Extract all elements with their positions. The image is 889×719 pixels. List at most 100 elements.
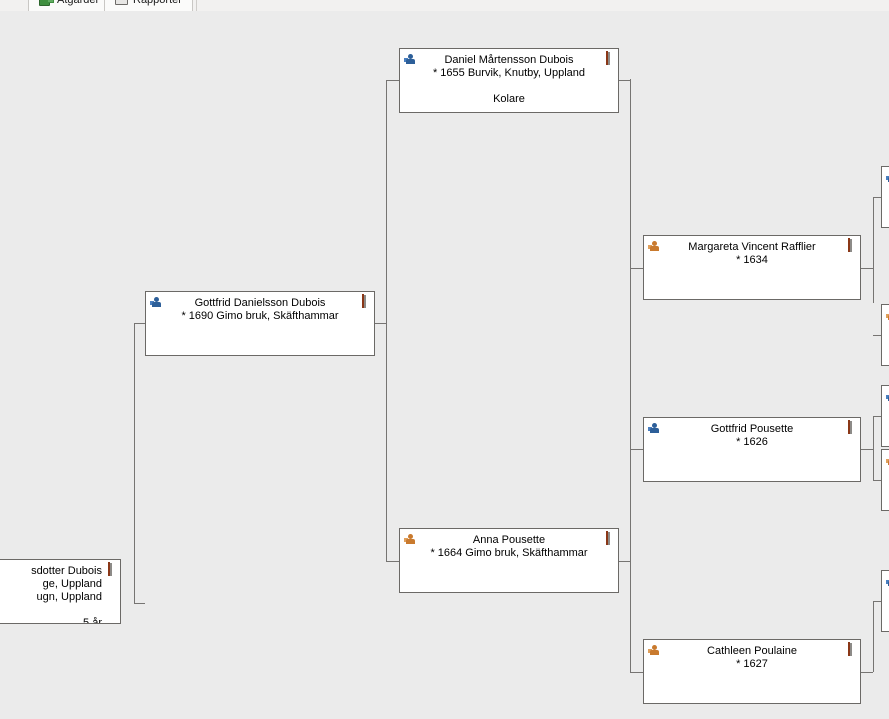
connector-right-spine-1 (873, 197, 874, 303)
person-birth: ge, Uppland (42, 578, 102, 590)
expand-collapse-marker[interactable] (362, 294, 372, 308)
connector-margareta-stub (630, 268, 643, 269)
person-card-clipped-right-2[interactable] (881, 304, 889, 366)
collapse-children-button[interactable] (850, 643, 852, 656)
collapse-children-button[interactable] (110, 563, 112, 576)
person-card-gottfrid-pousette[interactable]: Gottfrid Pousette* 1626 (643, 417, 861, 482)
connector-margareta-right-stub (861, 268, 873, 269)
male-person-icon (648, 423, 659, 434)
person-text-gap (0, 604, 102, 617)
person-name: Daniel Mårtensson Dubois (444, 54, 574, 66)
collapse-children-button[interactable] (608, 532, 610, 545)
reports-icon (115, 0, 128, 5)
expand-collapse-marker[interactable] (108, 562, 118, 576)
connector-cathleen-right-stub (861, 672, 873, 673)
toolbar-separator (196, 0, 197, 11)
icon-part-head (652, 423, 657, 428)
expand-collapse-marker[interactable] (848, 642, 858, 656)
icon-part-body (650, 428, 659, 433)
tab-atgarder-label: Åtgärder (57, 0, 99, 6)
icon-part-head (154, 297, 159, 302)
icon-part-body (406, 539, 415, 544)
expand-collapse-marker[interactable] (606, 51, 616, 65)
person-occupation: Kolare (493, 93, 525, 105)
person-card-clipped-right-3[interactable] (881, 385, 889, 447)
person-card-text: Daniel Mårtensson Dubois* 1655 Burvik, K… (418, 54, 600, 106)
expand-parents-button[interactable] (108, 562, 110, 576)
connector-gottfridp-right-stub (861, 449, 873, 450)
icon-part-head (408, 534, 413, 539)
connector-daniel-stub (386, 80, 399, 81)
person-name: Gottfrid Danielsson Dubois (194, 297, 326, 309)
person-card-clipped-right-1[interactable] (881, 166, 889, 228)
person-name: sdotter Dubois (31, 565, 102, 577)
connector-right-spine-2 (873, 416, 874, 480)
connector-gottfridp-stub (630, 449, 643, 450)
person-card-clipped-right-5[interactable] (881, 570, 889, 632)
person-card-gottfrid-danielsson-dubois[interactable]: Gottfrid Danielsson Dubois* 1690 Gimo br… (145, 291, 375, 356)
person-birth: * 1664 Gimo bruk, Skäfthammar (430, 547, 588, 559)
male-person-icon (404, 54, 415, 65)
connector-anna-right-stub (619, 561, 630, 562)
icon-part-body (406, 59, 415, 64)
collapse-children-button[interactable] (608, 52, 610, 65)
connector-gottfrid-up-stub (375, 323, 386, 324)
person-birth: * 1634 (736, 254, 768, 266)
person-card-margareta-vincent-rafflier[interactable]: Margareta Vincent Rafflier* 1634 (643, 235, 861, 300)
person-card-daniel-martensson-dubois[interactable]: Daniel Mårtensson Dubois* 1655 Burvik, K… (399, 48, 619, 113)
connector-gottfrid-to-parents-stub (134, 323, 145, 324)
expand-parents-button[interactable] (848, 420, 850, 434)
tab-atgarder[interactable]: Åtgärder (28, 0, 111, 11)
female-person-icon (648, 645, 659, 656)
expand-parents-button[interactable] (848, 642, 850, 656)
person-text-gap (418, 80, 600, 93)
actions-icon (39, 0, 54, 6)
icon-part-body (650, 246, 659, 251)
icon-part-tag (886, 314, 889, 318)
person-card-text: Anna Pousette* 1664 Gimo bruk, Skäfthamm… (418, 534, 600, 560)
icon-part-head (652, 645, 657, 650)
expand-parents-button[interactable] (606, 531, 608, 545)
expand-collapse-marker[interactable] (848, 238, 858, 252)
male-person-icon (150, 297, 161, 308)
expand-collapse-marker[interactable] (848, 420, 858, 434)
person-card-clipped-right-4[interactable] (881, 449, 889, 511)
expand-collapse-marker[interactable] (606, 531, 616, 545)
connector-daniel-right-stub (619, 80, 630, 81)
person-name: Cathleen Poulaine (707, 645, 797, 657)
connector-gottfrid-to-anna-stub (134, 603, 145, 604)
person-card-anna-pousette[interactable]: Anna Pousette* 1664 Gimo bruk, Skäfthamm… (399, 528, 619, 593)
icon-part-head (652, 241, 657, 246)
expand-parents-button[interactable] (362, 294, 364, 308)
tab-rapporter-label: Rapporter (133, 0, 182, 6)
connector-anna-parents-spine (630, 449, 631, 672)
collapse-children-button[interactable] (850, 421, 852, 434)
person-death: ugn, Uppland (36, 591, 102, 603)
icon-part-body (152, 302, 161, 307)
tab-rapporter[interactable]: Rapporter (104, 0, 193, 11)
person-birth: * 1627 (736, 658, 768, 670)
person-birth: * 1690 Gimo bruk, Skäfthammar (181, 310, 339, 322)
expand-parents-button[interactable] (848, 238, 850, 252)
person-card-text: Cathleen Poulaine* 1627 (662, 645, 842, 671)
connector-gottfrid-parents-spine (134, 323, 135, 603)
connector-daniel-anna-spine (386, 80, 387, 561)
icon-part-head (408, 54, 413, 59)
person-birth: * 1626 (736, 436, 768, 448)
icon-part-tag (886, 580, 889, 584)
female-person-icon (648, 241, 659, 252)
pedigree-chart-canvas[interactable]: Daniel Mårtensson Dubois* 1655 Burvik, K… (0, 11, 889, 719)
icon-part-tag (886, 459, 889, 463)
connector-cathleen-stub (630, 672, 643, 673)
connector-daniel-parents-spine (630, 79, 631, 470)
person-name: Margareta Vincent Rafflier (688, 241, 816, 253)
person-card-cathleen-poulaine[interactable]: Cathleen Poulaine* 1627 (643, 639, 861, 704)
expand-parents-button[interactable] (606, 51, 608, 65)
person-age: 5 år (83, 617, 102, 624)
collapse-children-button[interactable] (850, 239, 852, 252)
icon-part-tag (886, 176, 889, 180)
collapse-children-button[interactable] (364, 295, 366, 308)
person-birth: * 1655 Burvik, Knutby, Uppland (432, 67, 586, 79)
